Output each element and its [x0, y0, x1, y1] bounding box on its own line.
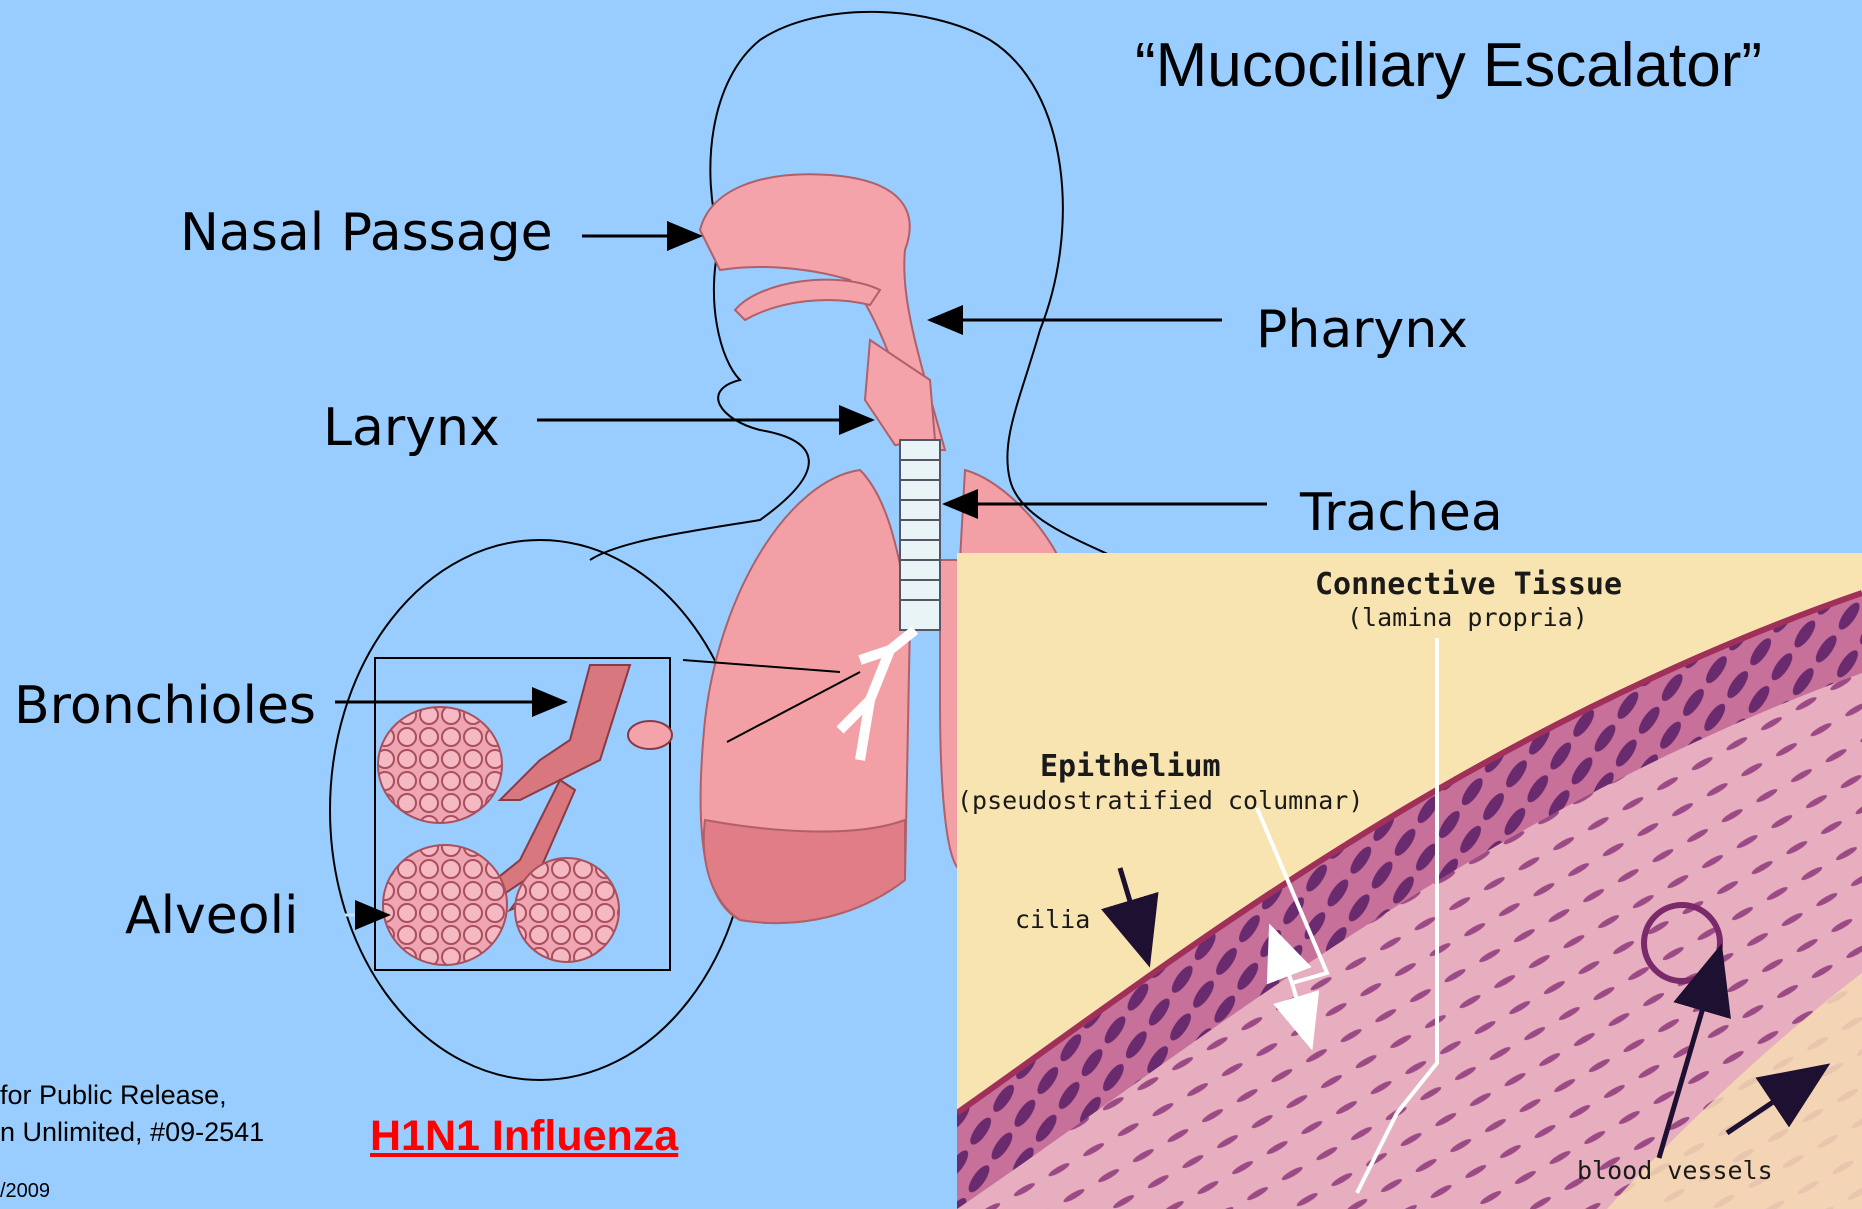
label-trachea: Trachea: [1300, 487, 1503, 539]
slide-title: “Mucociliary Escalator”: [1135, 30, 1762, 101]
label-larynx: Larynx: [323, 402, 500, 454]
oral-cavity: [735, 280, 880, 320]
micrograph-image: [957, 553, 1862, 1209]
label-alveoli: Alveoli: [125, 890, 299, 942]
histology-micrograph: Connective Tissue (lamina propria) Epith…: [957, 553, 1862, 1209]
label-bronchioles: Bronchioles: [14, 680, 316, 732]
alveoli-cluster-2: [383, 845, 507, 965]
trachea-shape: [900, 440, 940, 630]
label-lamina-propria: (lamina propria): [1347, 603, 1588, 632]
alveoli-cluster-1: [378, 707, 502, 823]
label-cilia: cilia: [1015, 905, 1090, 934]
magnification-circle: [330, 540, 750, 1080]
date-text: /2009: [0, 1180, 50, 1203]
label-connective-tissue: Connective Tissue: [1315, 567, 1622, 602]
label-pseudostratified: (pseudostratified columnar): [957, 786, 1363, 815]
release-line-2: n Unlimited, #09-2541: [0, 1117, 264, 1148]
left-lung-lower-lobe: [704, 820, 905, 923]
label-nasal-passage: Nasal Passage: [180, 207, 553, 259]
label-epithelium: Epithelium: [1040, 749, 1221, 784]
label-pharynx: Pharynx: [1256, 304, 1468, 356]
h1n1-influenza-link[interactable]: H1N1 Influenza: [370, 1112, 678, 1161]
release-line-1: for Public Release,: [0, 1080, 227, 1111]
alveoli-cluster-3: [515, 858, 619, 962]
label-blood-vessels: blood vessels: [1577, 1156, 1773, 1185]
